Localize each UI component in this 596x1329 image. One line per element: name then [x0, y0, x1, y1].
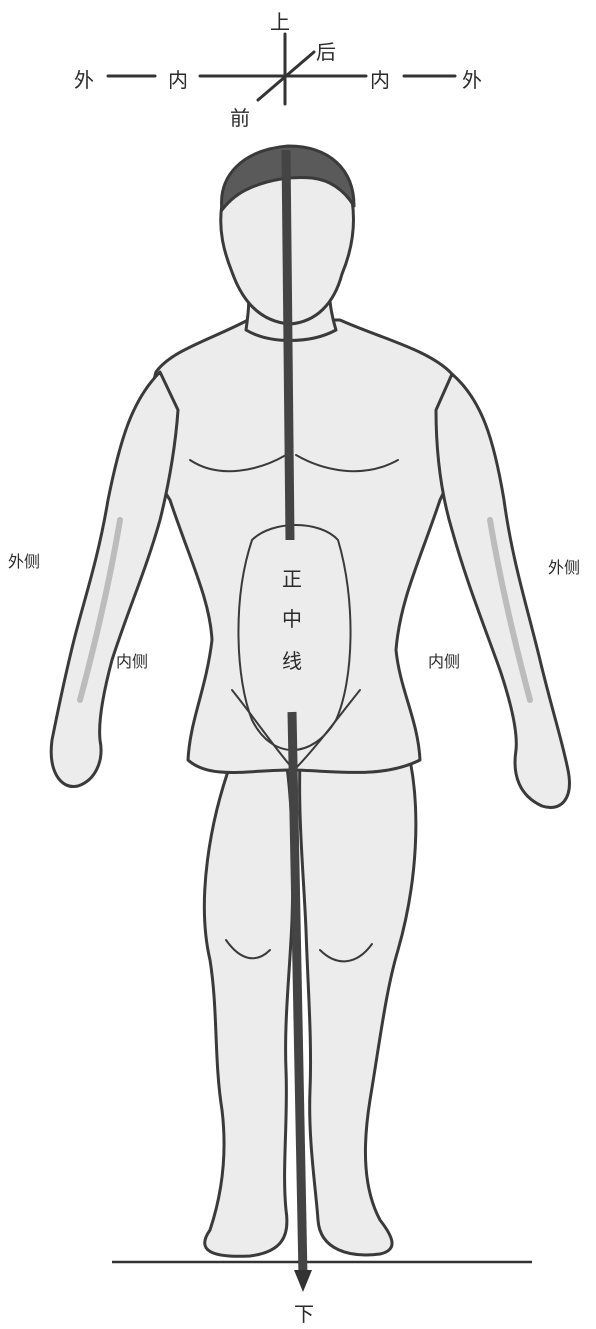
median-line-arrowhead: [294, 1270, 312, 1292]
label-lateral-right: 外侧: [548, 554, 580, 578]
label-medial-left: 内侧: [116, 648, 148, 672]
left-leg: [204, 760, 292, 1256]
label-outer-right: 外: [462, 64, 482, 93]
label-down: 下: [294, 1298, 314, 1327]
label-inner-left: 内: [168, 64, 188, 93]
label-lateral-left: 外侧: [8, 548, 40, 572]
human-figure: [51, 146, 569, 1256]
label-medial-right: 内侧: [428, 648, 460, 672]
label-midline-zheng: 正: [282, 564, 302, 594]
label-outer-left: 外: [74, 64, 94, 93]
label-back: 后: [316, 36, 336, 65]
label-inner-right: 内: [370, 64, 390, 93]
label-midline-zhong: 中: [282, 604, 302, 634]
right-leg: [300, 760, 416, 1255]
torso: [148, 320, 461, 773]
label-midline-xian: 线: [282, 646, 302, 676]
label-front: 前: [230, 102, 250, 131]
label-up: 上: [270, 6, 290, 35]
median-line-upper: [286, 150, 290, 540]
left-arm: [51, 372, 178, 787]
direction-compass: [108, 34, 455, 104]
